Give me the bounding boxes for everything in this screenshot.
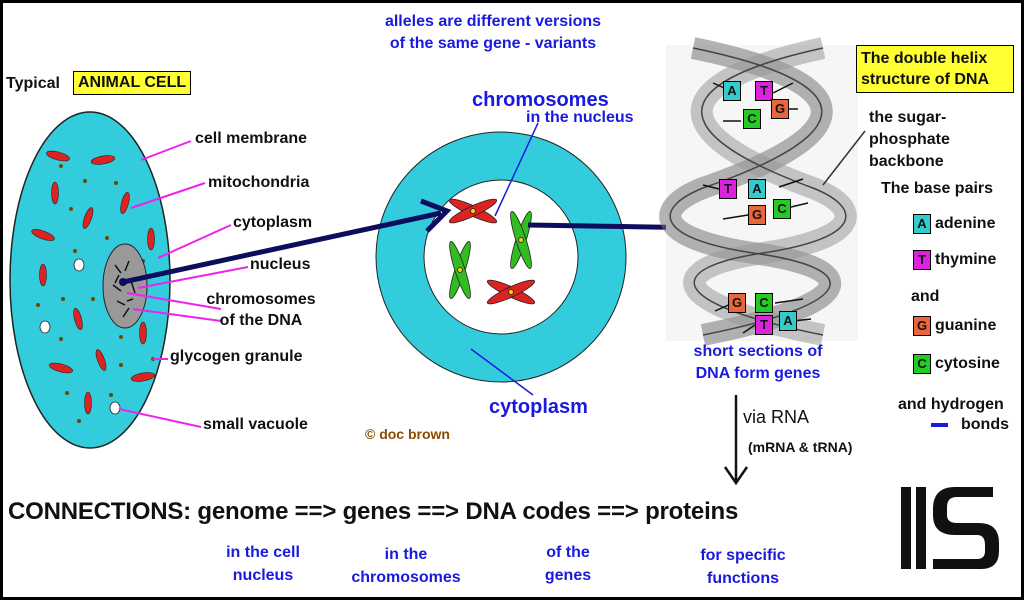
diagram-canvas: alleles are different versions of the sa… <box>3 3 1021 597</box>
sub-1-line-2: nucleus <box>232 567 294 584</box>
helix-title-line-1: The double helix <box>861 50 988 67</box>
alleles-line-1: alleles are different versions <box>384 13 602 30</box>
label-small-vacuole: small vacuole <box>203 416 308 433</box>
typical-label: Typical <box>6 75 60 92</box>
vacuole <box>39 320 51 334</box>
cell-nucleus <box>102 243 148 329</box>
base-a-icon: A <box>913 214 931 234</box>
helix-base-c: C <box>743 109 761 129</box>
double-helix-title: The double helix structure of DNA <box>856 45 1014 93</box>
alleles-caption: alleles are different versions of the sa… <box>363 11 623 55</box>
vacuole <box>109 401 121 415</box>
alleles-line-2: of the same gene - variants <box>389 35 597 52</box>
label-in-nucleus: in the nucleus <box>526 109 634 126</box>
cytoplasm-pointer-line <box>470 348 534 396</box>
label-nucleus: nucleus <box>250 256 311 273</box>
helix-base-g: G <box>728 293 746 313</box>
chromosomes-dna-line-1: chromosomes <box>206 291 316 308</box>
connections-line: CONNECTIONS: genome ==> genes ==> DNA co… <box>8 498 739 525</box>
base-a-name: adenine <box>935 215 996 232</box>
label-glycogen-granule: glycogen granule <box>170 348 303 365</box>
base-c-icon: C <box>913 354 931 374</box>
label-cytoplasm-ring: cytoplasm <box>489 396 588 418</box>
helix-base-g: G <box>748 205 766 225</box>
chromosome-green-1 <box>510 211 532 269</box>
backbone-pointer-line <box>822 130 866 186</box>
nucleus-chromatin <box>112 260 136 318</box>
sub-3-line-1: of the <box>546 544 590 561</box>
connection-sub-3: of the genes <box>513 541 623 587</box>
chromosome-red-2 <box>486 279 536 305</box>
helix-base-t: T <box>755 81 773 101</box>
sub-4-line-1: for specific <box>700 547 786 564</box>
label-bonds: bonds <box>961 416 1009 433</box>
iis-logo <box>901 487 999 569</box>
arrow-origin-dot <box>119 278 127 286</box>
connection-sub-1: in the cell nucleus <box>198 541 328 587</box>
label-mitochondria: mitochondria <box>208 174 310 191</box>
helix-base-t: T <box>755 315 773 335</box>
connection-sub-2: in the chromosomes <box>341 543 471 589</box>
label-via-rna: via RNA <box>743 407 810 427</box>
short-sections-line-1: short sections of <box>693 343 823 360</box>
backbone-line-3: backbone <box>869 153 944 170</box>
cell-label-lines <box>118 140 249 428</box>
base-g-icon: G <box>913 316 931 336</box>
helix-base-a: A <box>748 179 766 199</box>
label-short-sections: short sections of DNA form genes <box>673 341 843 385</box>
vacuole <box>73 258 85 272</box>
animal-cell-title: ANIMAL CELL <box>73 71 192 95</box>
base-g-name: guanine <box>935 317 997 334</box>
base-c-name: cytosine <box>935 355 1000 372</box>
label-base-pairs: The base pairs <box>881 180 994 197</box>
chromosomes-pointer-line <box>494 122 539 217</box>
label-chromosomes: chromosomes <box>472 89 609 111</box>
label-and: and <box>911 288 940 305</box>
label-cell-membrane: cell membrane <box>195 130 308 147</box>
helix-title-line-2: structure of DNA <box>861 71 990 88</box>
sub-2-line-1: in the <box>384 546 428 563</box>
sub-1-line-1: in the cell <box>226 544 300 561</box>
label-rna-types: (mRNA & tRNA) <box>748 439 853 455</box>
helix-base-g: G <box>771 99 789 119</box>
label-sugar-phosphate-backbone: the sugar- phosphate backbone <box>869 107 950 173</box>
helix-base-c: C <box>755 293 773 313</box>
base-t-icon: T <box>913 250 931 270</box>
backbone-line-1: the sugar- <box>869 109 947 126</box>
chromosomes-dna-line-2: of the DNA <box>219 312 303 329</box>
helix-base-c: C <box>773 199 791 219</box>
helix-base-t: T <box>719 179 737 199</box>
label-and-hydrogen: and hydrogen <box>898 396 1004 413</box>
helix-base-a: A <box>779 311 797 331</box>
helix-base-a: A <box>723 81 741 101</box>
chromosome-green-2 <box>449 241 471 299</box>
backbone-line-2: phosphate <box>869 131 950 148</box>
via-rna-arrow <box>723 395 749 486</box>
credit-doc-brown: © doc brown <box>365 426 450 442</box>
chromosome-red-1 <box>448 198 498 224</box>
sub-4-line-2: functions <box>707 570 779 587</box>
short-sections-line-2: DNA form genes <box>695 365 821 382</box>
sub-3-line-2: genes <box>544 567 592 584</box>
label-cytoplasm: cytoplasm <box>233 214 313 231</box>
sub-2-line-2: chromosomes <box>351 569 461 586</box>
connection-sub-4: for specific functions <box>673 544 813 590</box>
base-t-name: thymine <box>935 251 997 268</box>
label-chromosomes-dna: chromosomes of the DNA <box>195 289 327 331</box>
